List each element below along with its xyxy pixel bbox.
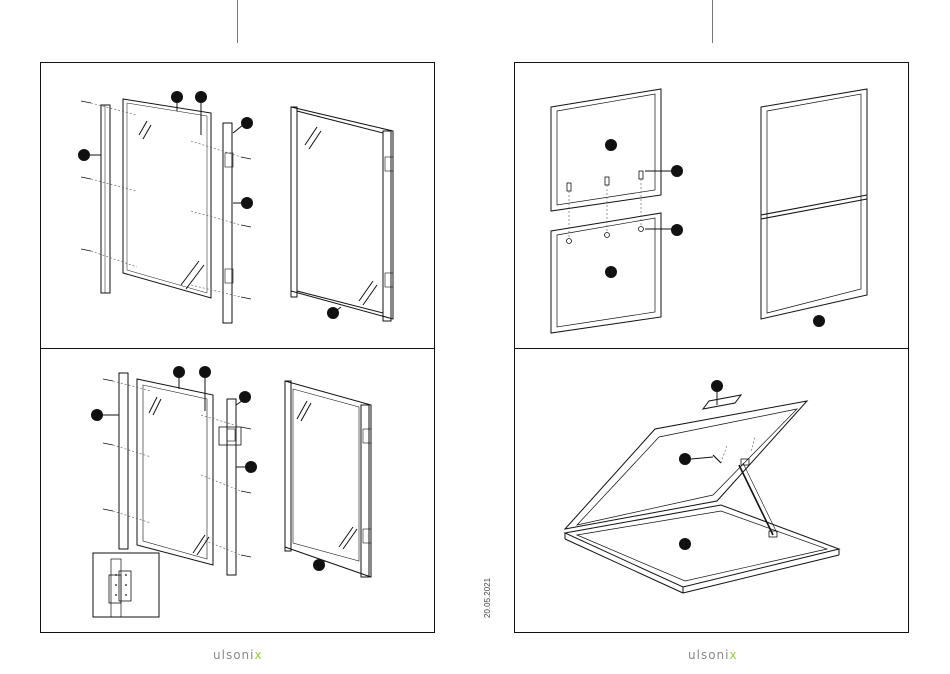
callout-dot <box>327 307 339 319</box>
assembled-wall <box>291 107 393 319</box>
panel-glass-wall-assembly <box>40 62 435 349</box>
upper-frame <box>551 89 661 211</box>
callout-dot <box>813 315 825 327</box>
brand-logo-right: ulsonix <box>688 648 738 662</box>
callout-dot <box>173 366 185 378</box>
diagram-lid-panels <box>515 63 910 350</box>
callout-dot <box>671 224 683 236</box>
callout-dot <box>679 453 691 465</box>
brand-logo-left: ulsonix <box>213 648 263 662</box>
base-frame <box>565 505 839 587</box>
page-divider-right <box>712 0 713 43</box>
assembled-frame-wall <box>285 381 371 577</box>
diagram-glass-wall <box>41 63 436 350</box>
callout-dot <box>195 91 207 103</box>
callout-dot <box>171 91 183 103</box>
diagram-lid-gas-spring <box>515 349 910 634</box>
panel-lid-gas-spring-assembly <box>514 348 909 633</box>
callout-dot <box>78 149 90 161</box>
left-post <box>101 105 110 293</box>
callout-dot <box>241 117 253 129</box>
assembled-lid <box>761 89 867 319</box>
page-divider-left <box>237 0 238 43</box>
gas-spring <box>739 465 773 535</box>
brand-name: ulsoni <box>213 648 254 662</box>
callout-dot <box>241 197 253 209</box>
brand-name: ulsoni <box>688 648 729 662</box>
panel-frame-wall-assembly <box>40 348 435 633</box>
callout-dot <box>91 409 103 421</box>
callout-dot <box>671 165 683 177</box>
callout-dot <box>245 461 257 473</box>
left-post <box>119 373 128 549</box>
callout-dot <box>605 266 617 278</box>
brand-accent: x <box>729 648 737 662</box>
callout-dot <box>313 559 325 571</box>
panel-lid-panels-assembly <box>514 62 909 349</box>
document-date: 20.05.2021 <box>483 578 492 618</box>
callout-dot <box>679 538 691 550</box>
brand-accent: x <box>254 648 262 662</box>
callout-dot <box>239 391 251 403</box>
callout-dot <box>199 366 211 378</box>
callout-dot <box>711 380 723 392</box>
glass-pane <box>123 99 211 298</box>
callout-dot <box>605 139 617 151</box>
frame-panel <box>137 379 213 565</box>
open-lid <box>565 401 807 529</box>
hinge-detail-box <box>219 427 241 445</box>
diagram-frame-wall <box>41 349 436 634</box>
lid-handle <box>703 395 741 409</box>
